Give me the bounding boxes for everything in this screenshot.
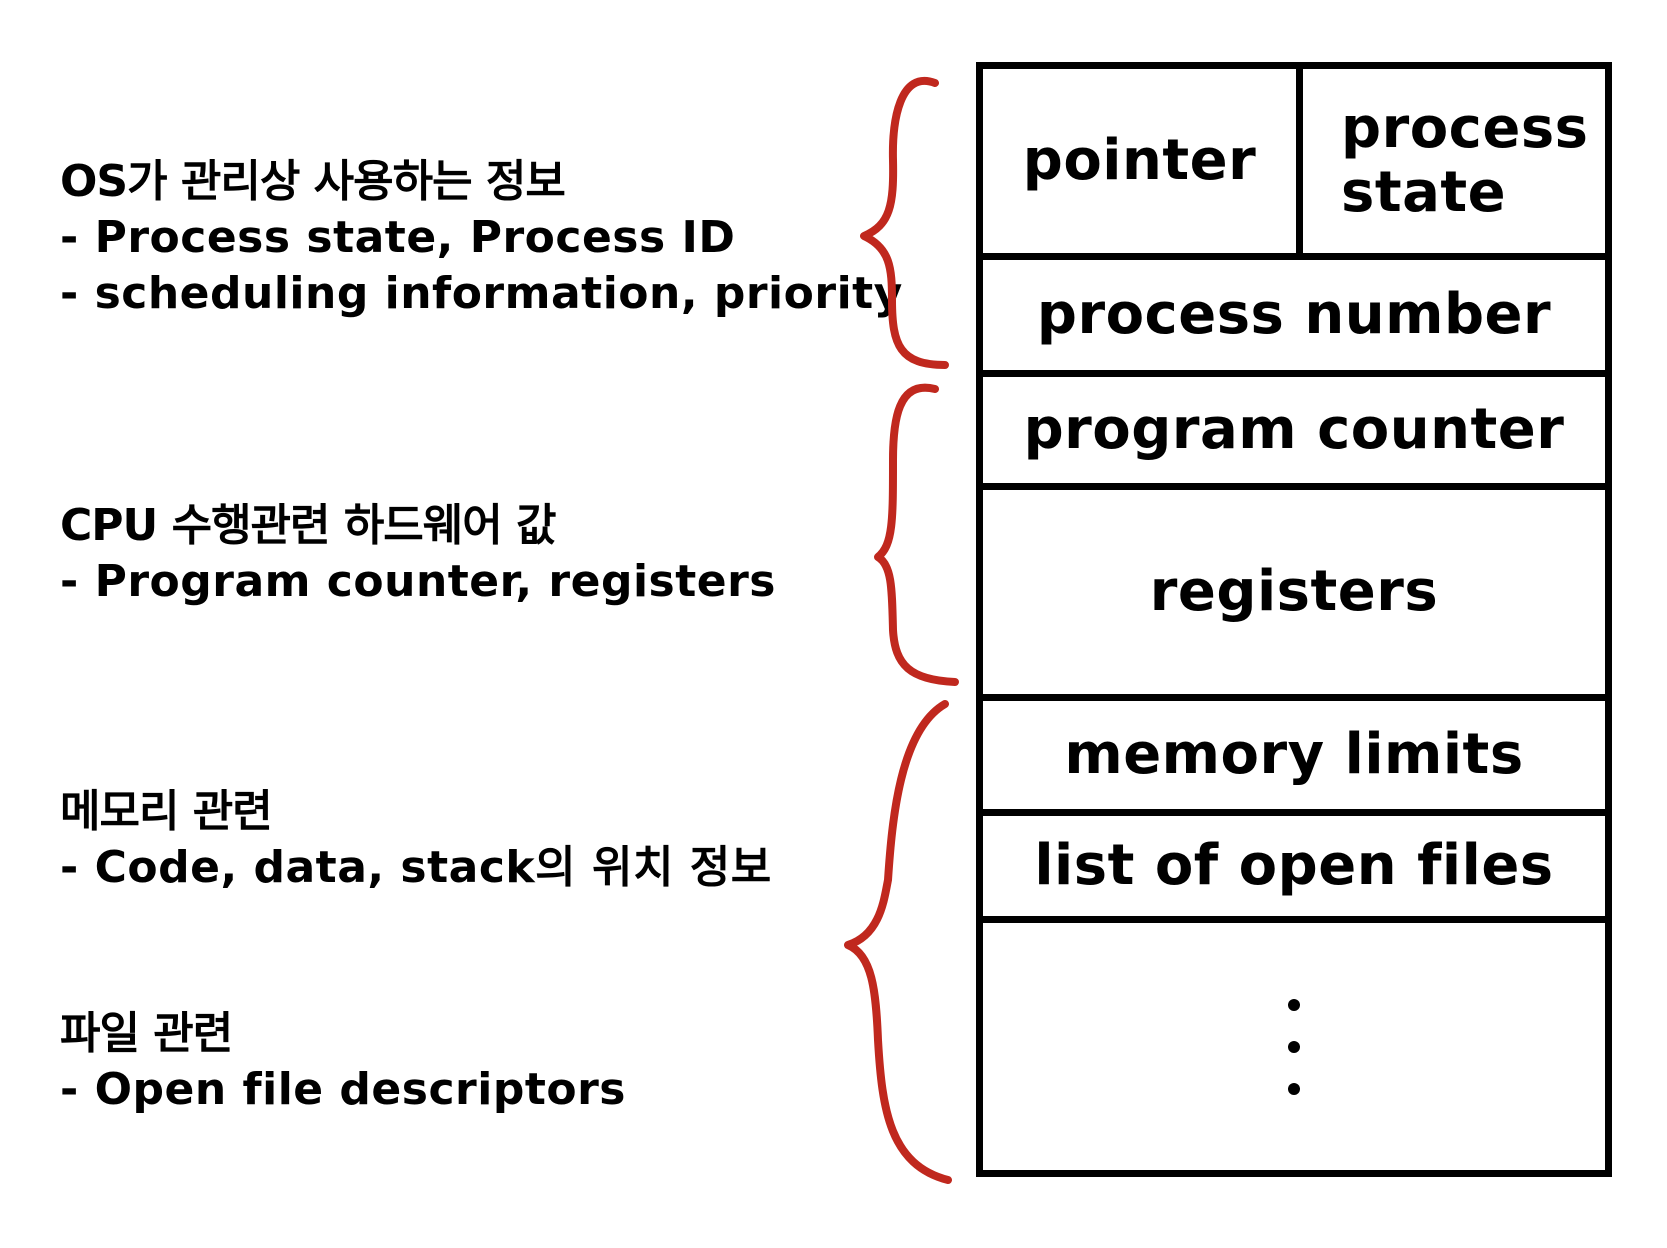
- process-number-label: process number: [1036, 282, 1552, 347]
- pcb-field-process-number: process number: [983, 253, 1605, 370]
- annotation-os-info: OS가 관리상 사용하는 정보 - Process state, Process…: [60, 154, 903, 322]
- pcb-field-more: [983, 916, 1605, 1170]
- annotation-line: - Open file descriptors: [60, 1064, 626, 1115]
- process-state-label-line1: process: [1341, 96, 1589, 161]
- ellipsis-dot: [1288, 1040, 1300, 1053]
- pcb-field-pointer: pointer: [983, 69, 1303, 253]
- memory-limits-label: memory limits: [1064, 722, 1524, 787]
- annotation-file-info: 파일 관련 - Open file descriptors: [60, 1006, 626, 1118]
- pointer-label: pointer: [1022, 128, 1257, 193]
- pcb-field-memory-limits: memory limits: [983, 694, 1605, 809]
- annotation-line: - scheduling information, priority: [60, 268, 903, 319]
- annotation-line: - Program counter, registers: [60, 556, 776, 607]
- annotation-heading: 파일 관련: [60, 1008, 233, 1059]
- program-counter-label: program counter: [1023, 397, 1565, 462]
- pcb-field-process-state: process state: [1303, 69, 1605, 253]
- process-state-label: process state: [1341, 97, 1589, 225]
- brace-os: [860, 77, 949, 369]
- process-state-label-line2: state: [1341, 160, 1507, 225]
- annotation-heading: CPU 수행관련 하드웨어 값: [60, 500, 557, 551]
- annotation-cpu-info: CPU 수행관련 하드웨어 값 - Program counter, regis…: [60, 498, 776, 610]
- vertical-ellipsis-icon: [1288, 998, 1300, 1095]
- annotation-line: - Process state, Process ID: [60, 212, 736, 263]
- pcb-field-registers: registers: [983, 483, 1605, 694]
- process-control-block: pointer process state process number pro…: [976, 62, 1612, 1177]
- open-files-label: list of open files: [1034, 833, 1554, 898]
- registers-label: registers: [1149, 559, 1439, 624]
- annotation-line: - Code, data, stack의 위치 정보: [60, 842, 772, 893]
- pcb-field-open-files: list of open files: [983, 809, 1605, 916]
- ellipsis-dot: [1288, 998, 1300, 1011]
- annotation-heading: 메모리 관련: [60, 786, 273, 837]
- annotation-memory-info: 메모리 관련 - Code, data, stack의 위치 정보: [60, 784, 772, 896]
- pcb-row-pointer-state: pointer process state: [983, 69, 1605, 253]
- ellipsis-dot: [1288, 1082, 1300, 1095]
- brace-memory-file: [844, 700, 952, 1184]
- annotation-heading: OS가 관리상 사용하는 정보: [60, 156, 566, 207]
- brace-cpu: [874, 383, 959, 686]
- pcb-field-program-counter: program counter: [983, 370, 1605, 483]
